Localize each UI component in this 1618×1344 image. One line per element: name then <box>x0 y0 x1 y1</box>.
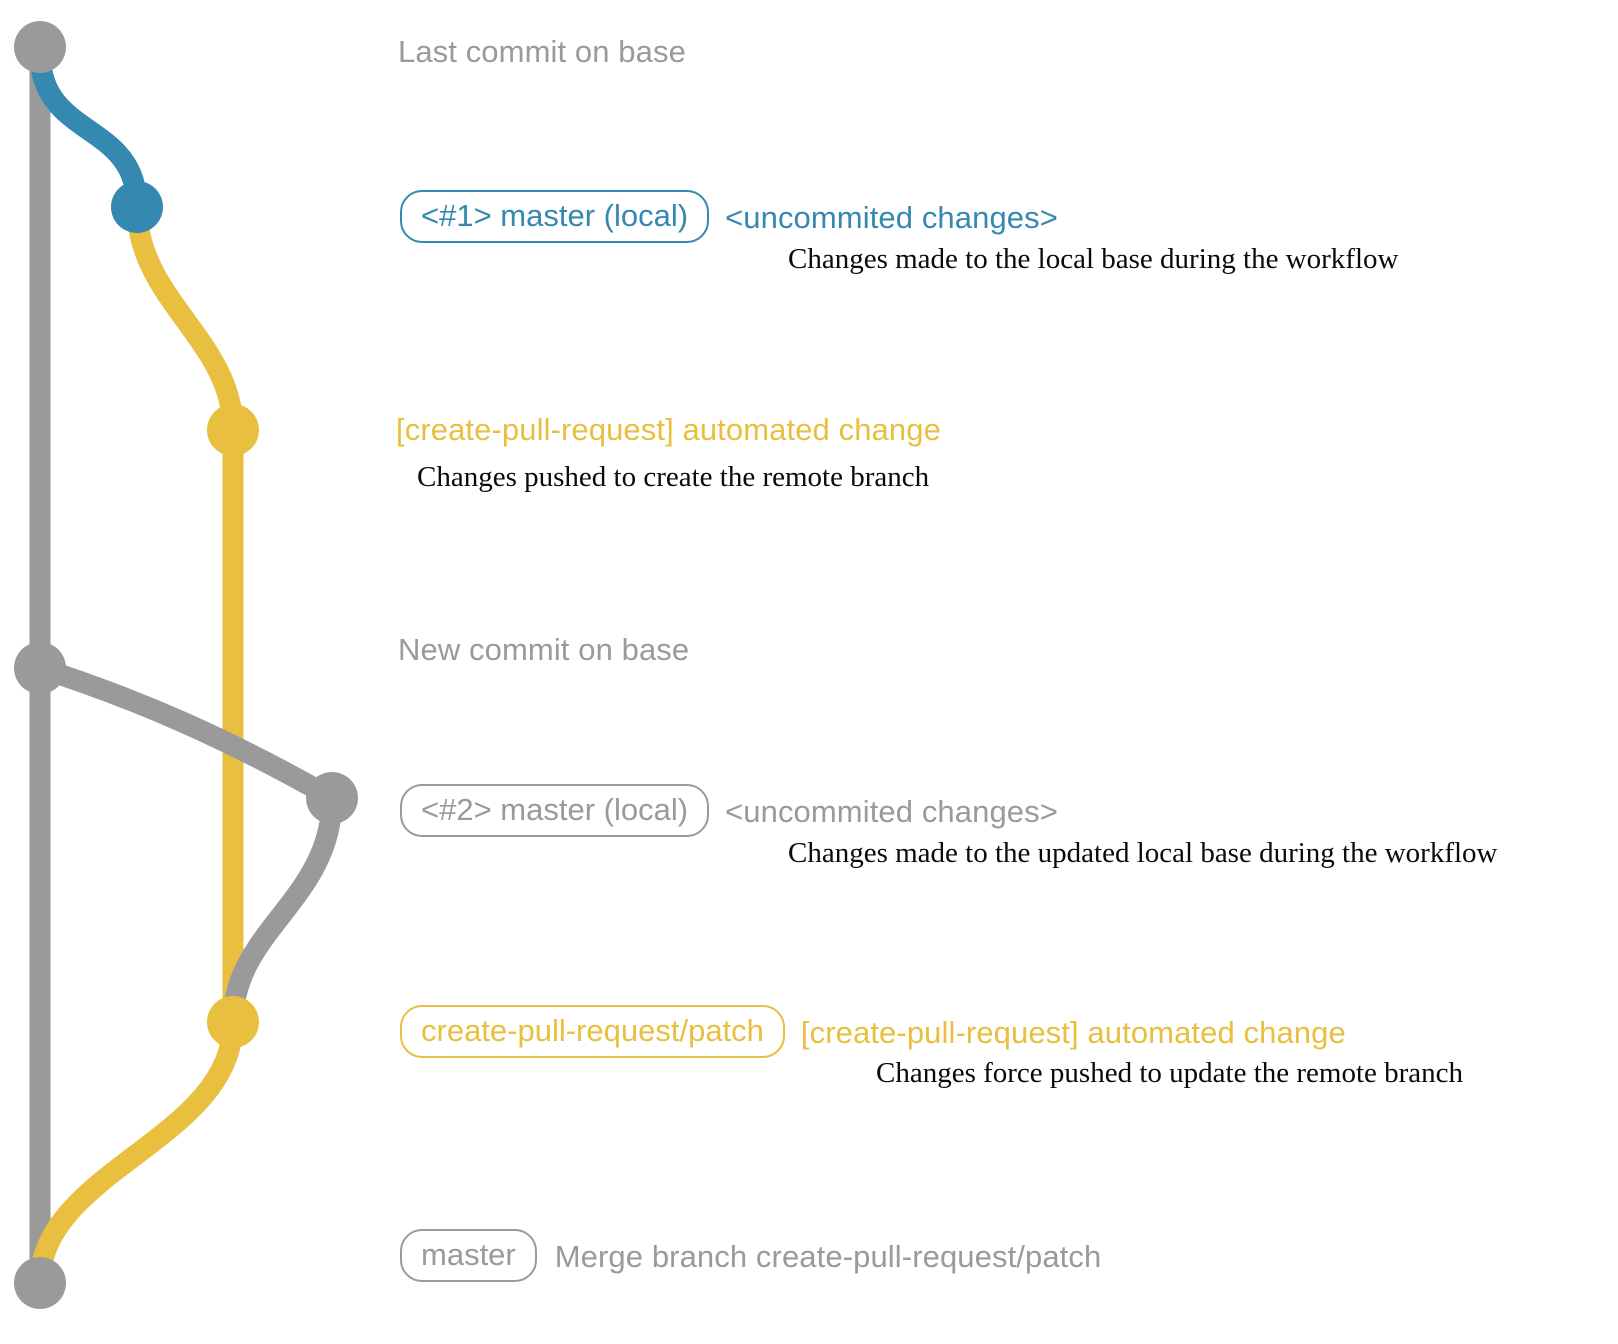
branch-badge-master-local-2[interactable]: <#2> master (local) <box>400 784 710 837</box>
branch-badge-master[interactable]: master <box>400 1229 537 1282</box>
commit-node-last-commit-on-base <box>14 21 66 73</box>
commit-row-master-local-1: <#1> master (local) <uncommited changes> <box>400 190 1058 243</box>
commit-subject-last-commit-on-base: Last commit on base <box>398 34 686 69</box>
commit-note-automated-change-2: Changes force pushed to update the remot… <box>876 1057 1464 1089</box>
branch-badge-master-local-1[interactable]: <#1> master (local) <box>400 190 710 243</box>
edge-local2-to-patch2 <box>222 787 343 1033</box>
commit-subject-merge-master: Merge branch create-pull-request/patch <box>554 1239 1102 1274</box>
commit-row-last-commit-on-base: Last commit on base <box>398 36 686 67</box>
edge-base-to-local1 <box>29 41 148 218</box>
commit-note-master-local-1: Changes made to the local base during th… <box>788 243 1399 275</box>
commit-subject-automated-change-2: [create-pull-request] automated change <box>800 1015 1346 1050</box>
branch-badge-create-pull-request-patch[interactable]: create-pull-request/patch <box>400 1005 785 1058</box>
edge-local1-to-patch1 <box>126 196 244 441</box>
commit-subject-automated-change-1: [create-pull-request] automated change <box>396 412 941 447</box>
commit-subject-master-local-1: <uncommited changes> <box>725 200 1058 235</box>
commit-node-merge-master <box>14 1257 66 1309</box>
commit-node-master-local-2 <box>306 772 358 824</box>
commit-row-automated-change-1: [create-pull-request] automated change <box>396 414 941 445</box>
commit-note-master-local-2: Changes made to the updated local base d… <box>788 837 1498 869</box>
commit-node-new-commit-on-base <box>14 642 66 694</box>
commit-nodes <box>14 21 358 1309</box>
commit-row-new-commit-on-base: New commit on base <box>398 634 689 665</box>
commit-row-merge-master: master Merge branch create-pull-request/… <box>400 1229 1101 1282</box>
commit-node-master-local-1 <box>111 181 163 233</box>
commit-subject-new-commit-on-base: New commit on base <box>398 632 690 667</box>
edge-base2-to-local2 <box>29 657 343 809</box>
commit-node-automated-change-1 <box>207 404 259 456</box>
commit-row-master-local-2: <#2> master (local) <uncommited changes> <box>400 784 1058 837</box>
commit-subject-master-local-2: <uncommited changes> <box>725 794 1058 829</box>
edge-patch2-to-merge <box>29 1011 244 1294</box>
commit-node-automated-change-2 <box>207 996 259 1048</box>
commit-note-automated-change-1: Changes pushed to create the remote bran… <box>417 461 930 493</box>
commit-row-automated-change-2: create-pull-request/patch [create-pull-r… <box>400 1005 1346 1058</box>
